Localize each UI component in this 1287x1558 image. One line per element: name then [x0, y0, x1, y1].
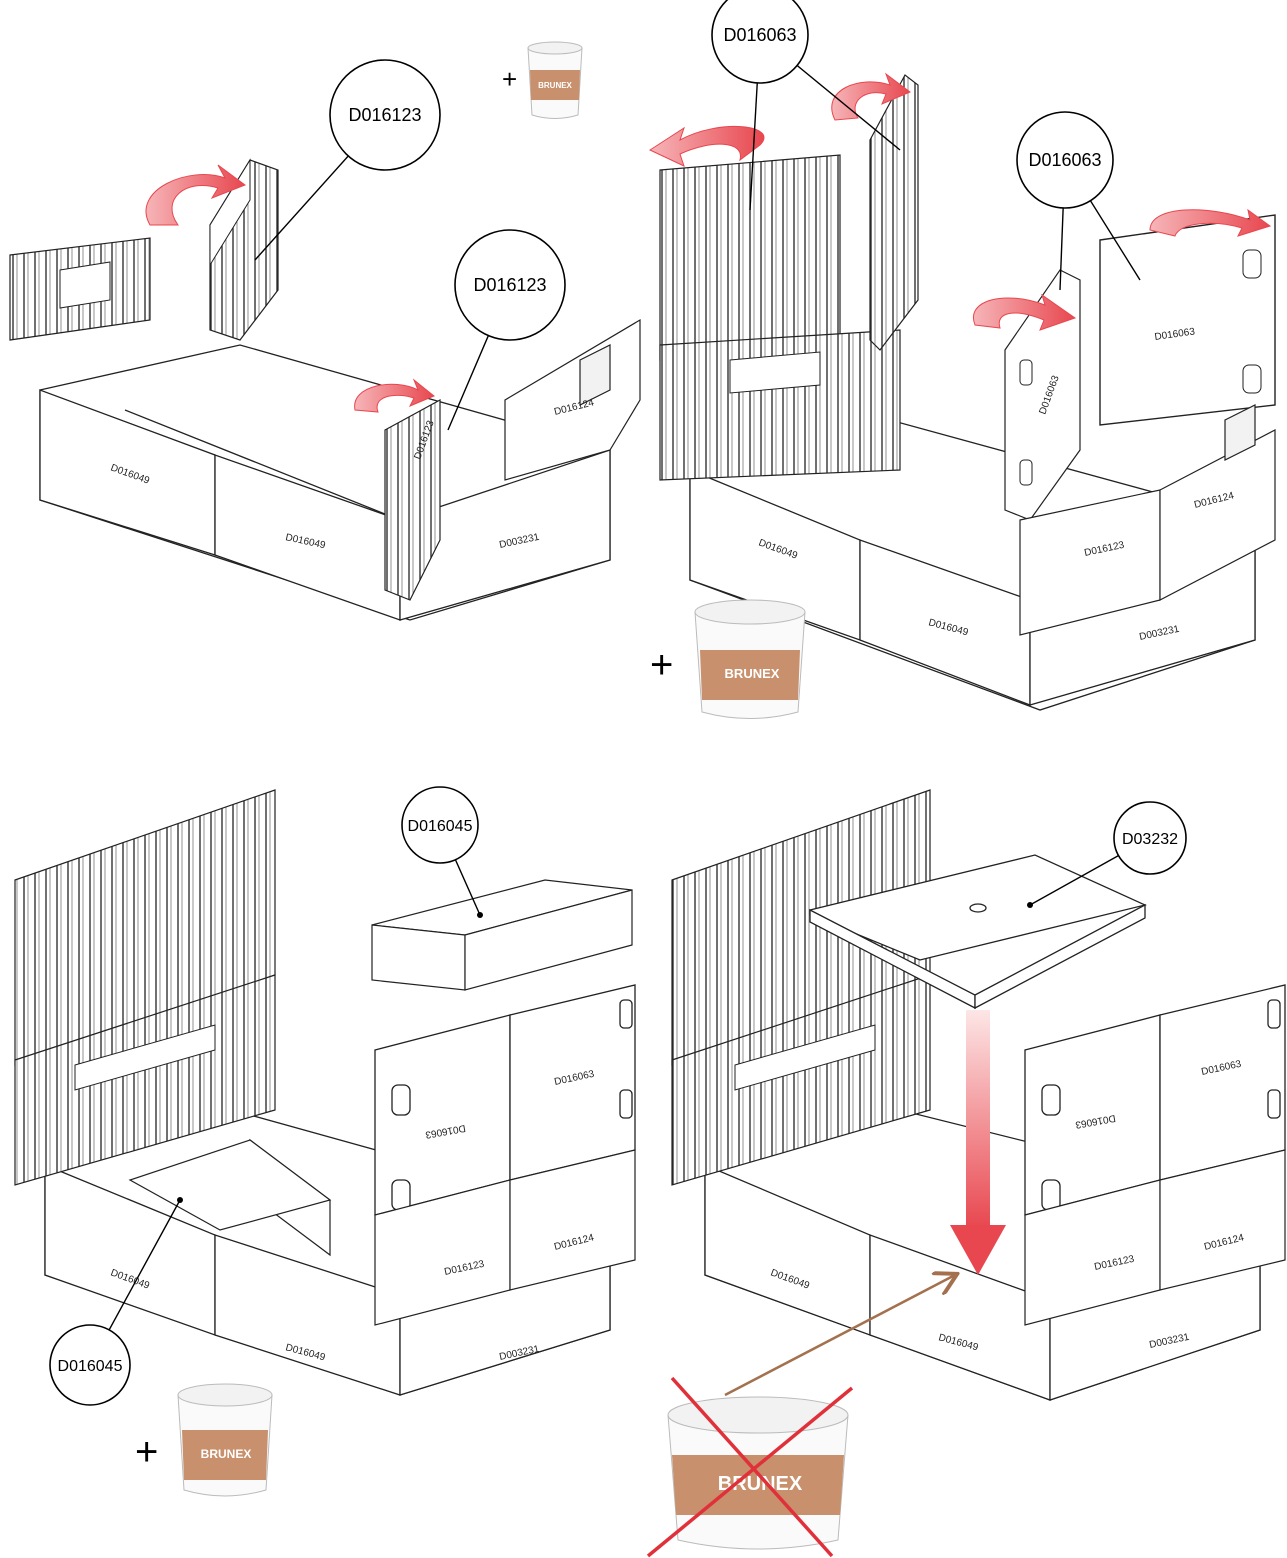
- ribbed-wall-d016063: [660, 155, 900, 480]
- callout-d016045-top: D016045: [402, 787, 483, 918]
- plus-sign: +: [502, 64, 517, 94]
- bucket-brand: BRUNEX: [725, 666, 780, 681]
- callout-label: D016063: [1028, 150, 1101, 170]
- rotation-arrow-icon: [650, 126, 764, 166]
- callout-label: D016123: [348, 105, 421, 125]
- callout-label: D016063: [723, 25, 796, 45]
- bucket-brand: BRUNEX: [201, 1447, 252, 1461]
- callout-label: D016045: [408, 818, 473, 835]
- bucket-brand: BRUNEX: [538, 81, 572, 90]
- ribbed-end-wall-left: [10, 238, 150, 340]
- step-3-panel: D016049 D016049 D003231 D016124 D016123 …: [15, 787, 635, 1496]
- step-1-panel: D016049 D016049 D003231 D016124 D016123 …: [10, 42, 640, 620]
- adhesive-bucket-icon: BRUNEX: [528, 42, 582, 119]
- u-block-d016124: [505, 320, 640, 480]
- flat-panel-d016063: [1100, 215, 1275, 425]
- adhesive-bucket-icon: BRUNEX: [178, 1384, 272, 1496]
- callout-label: D016045: [58, 1358, 123, 1375]
- callout-d016123-top: D016123: [255, 60, 440, 260]
- adhesive-bucket-icon: BRUNEX: [695, 600, 805, 719]
- callout-label: D03232: [1122, 831, 1178, 848]
- insulation-block-d016045-floating: [372, 880, 632, 990]
- plus-sign: +: [650, 643, 673, 687]
- plus-sign: +: [135, 1430, 158, 1474]
- ribbed-post-d016063: [870, 75, 918, 350]
- base-tray: [40, 345, 610, 620]
- step-4-panel: D016049 D016049 D003231 D016124 D016123 …: [648, 790, 1285, 1556]
- callout-label: D016123: [473, 275, 546, 295]
- step-2-panel: D016049 D016049 D003231 D016124 D016123 …: [650, 0, 1275, 719]
